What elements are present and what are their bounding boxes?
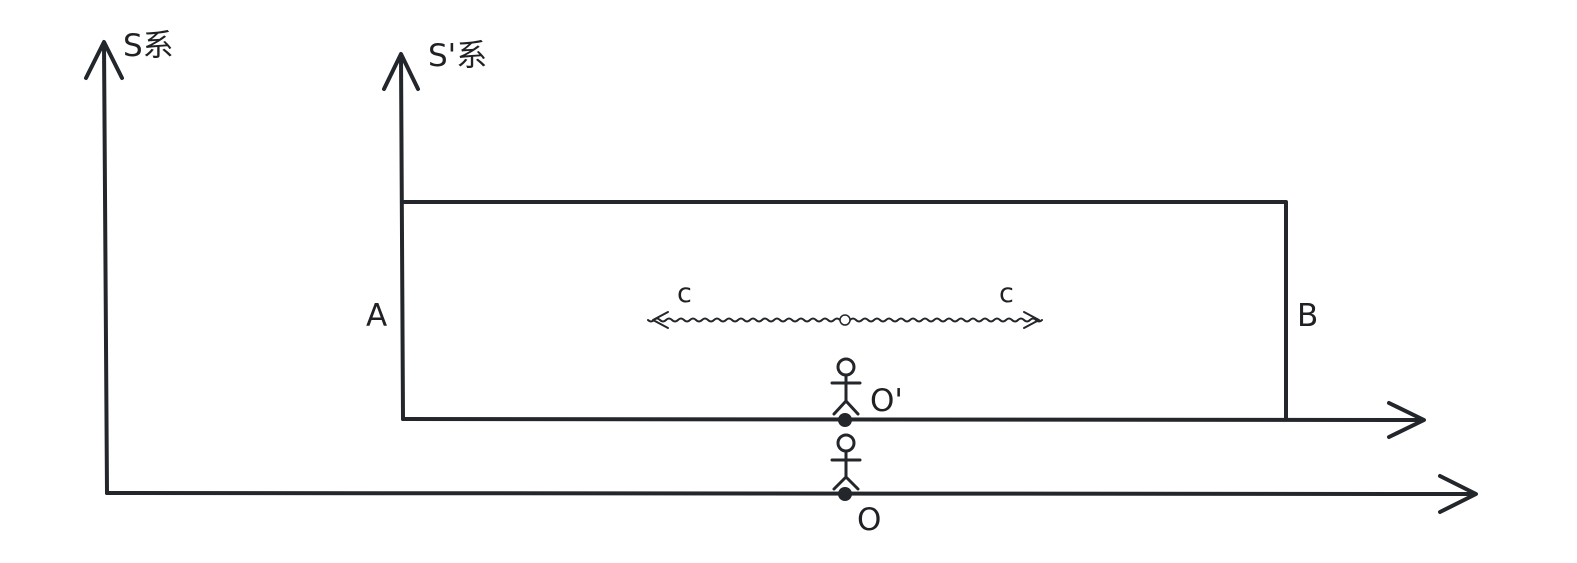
s-frame-y-axis bbox=[102, 42, 109, 495]
moving-observer-head bbox=[836, 357, 856, 377]
moving-observer-body bbox=[830, 373, 862, 416]
light-source-point bbox=[839, 314, 851, 326]
moving-observer-point bbox=[838, 413, 852, 427]
carriage-end-b-label: B bbox=[1297, 298, 1318, 334]
light-arrowhead-right bbox=[1023, 311, 1040, 329]
s-prime-frame-label: S'系 bbox=[428, 38, 487, 74]
light-speed-label-right: c bbox=[999, 278, 1014, 309]
s-frame-x-axis bbox=[105, 491, 1477, 496]
s-frame-x-arrowhead bbox=[1438, 474, 1478, 514]
s-prime-frame-x-arrowhead bbox=[1387, 401, 1426, 439]
s-prime-frame-axes bbox=[382, 52, 1426, 439]
s-prime-frame-y-arrowhead bbox=[382, 52, 420, 91]
ground-observer-body bbox=[830, 449, 862, 491]
moving-observer-label: O' bbox=[870, 383, 903, 419]
light-wave-left bbox=[647, 317, 841, 323]
light-wave-right bbox=[849, 317, 1043, 323]
light-signals bbox=[647, 311, 1043, 329]
s-frame-y-arrowhead bbox=[84, 40, 124, 80]
ground-observer-head bbox=[836, 433, 856, 453]
ground-observer-figure bbox=[830, 433, 862, 501]
s-frame-axes bbox=[84, 40, 1478, 514]
light-speed-label-left: c bbox=[677, 278, 692, 309]
ground-observer-point bbox=[838, 487, 852, 501]
light-arrowhead-left bbox=[652, 311, 669, 329]
moving-observer-figure bbox=[830, 357, 862, 427]
s-prime-frame-y-axis bbox=[399, 54, 405, 421]
ground-observer-label: O bbox=[857, 502, 881, 538]
carriage-end-a-label: A bbox=[366, 298, 387, 334]
s-prime-frame-x-axis bbox=[401, 417, 1425, 422]
carriage-box bbox=[401, 200, 1288, 421]
s-frame-label: S系 bbox=[123, 28, 174, 64]
